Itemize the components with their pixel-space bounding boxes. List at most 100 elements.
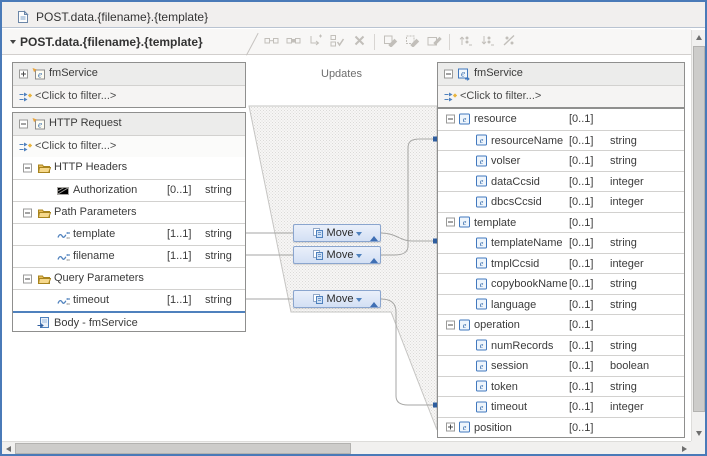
target-element-label: operation (474, 319, 520, 331)
element-icon: e (476, 339, 487, 351)
svg-text:e: e (480, 157, 484, 166)
source-request-box: e HTTP Request <Click to filter...> HTTP… (12, 112, 246, 332)
scroll-right-button[interactable] (678, 442, 691, 454)
vertical-scrollbar-thumb[interactable] (693, 46, 705, 412)
delete-transform-icon (352, 34, 367, 50)
clear-sort-button[interactable] (498, 31, 520, 53)
expander-minus[interactable] (23, 274, 32, 283)
horizontal-scrollbar-thumb[interactable] (15, 443, 351, 454)
editor-tab[interactable]: POST.data.{filename}.{template} (8, 5, 216, 28)
scroll-left-button[interactable] (2, 442, 15, 454)
editor-tab-bar: POST.data.{filename}.{template} (2, 2, 705, 28)
add-transform-button[interactable] (304, 31, 326, 53)
target-root-header[interactable]: e fmService (438, 63, 684, 85)
arrow-down-icon (696, 431, 702, 436)
target-field-label: copybookName (491, 278, 568, 290)
sort-order-triangle-icon[interactable] (370, 236, 378, 241)
expander-plus-icon[interactable] (19, 69, 28, 79)
breadcrumb-edge-divider (246, 32, 259, 56)
target-root-filter-label: <Click to filter...> (460, 90, 542, 102)
svg-text:e: e (463, 218, 467, 227)
target-field-cardinality: [0..1] (569, 134, 594, 147)
sort-order-triangle-icon[interactable] (370, 258, 378, 263)
create-connection-with-transform-icon (286, 34, 301, 50)
element-icon: e (476, 175, 487, 187)
source-root-header[interactable]: e fmService (13, 63, 245, 85)
expander-minus[interactable] (446, 114, 455, 124)
arrow-right-icon (682, 445, 687, 452)
source-body-row[interactable]: Body - fmService (13, 311, 245, 333)
sort-by-target-button[interactable] (476, 31, 498, 53)
expander-minus[interactable] (23, 163, 32, 173)
move-transform-1[interactable]: Move (293, 224, 381, 242)
expander-minus-icon[interactable] (19, 119, 28, 129)
sort-order-triangle-icon[interactable] (370, 302, 378, 307)
breadcrumb[interactable]: POST.data.{filename}.{template} (10, 29, 203, 55)
source-request-header[interactable]: e HTTP Request (13, 113, 245, 135)
vertical-scrollbar[interactable] (691, 30, 705, 441)
source-field-label: Authorization (73, 184, 138, 196)
source-root-filter[interactable]: <Click to filter...> (13, 85, 245, 107)
edit-transform-button[interactable] (423, 31, 445, 53)
expander-minus[interactable] (23, 208, 32, 217)
create-connection-button[interactable] (260, 31, 282, 53)
expander-minus[interactable] (446, 217, 455, 227)
svg-text:e: e (480, 341, 484, 350)
target-field-cardinality: [0..1] (569, 380, 594, 393)
expander-plus[interactable] (446, 422, 455, 432)
chevron-down-icon[interactable] (356, 231, 363, 236)
breadcrumb-dropdown-icon[interactable] (10, 40, 16, 44)
ungroup-transforms-button[interactable] (401, 31, 423, 53)
source-field-row[interactable]: filename[1..1]string (13, 245, 245, 267)
source-field-row[interactable]: timeout[1..1]string (13, 289, 245, 311)
source-field-cardinality: [0..1] (167, 184, 192, 196)
chevron-down-icon[interactable] (356, 297, 363, 302)
wire-move1-to-templateName (380, 232, 433, 242)
expander-minus[interactable] (446, 320, 455, 330)
target-field-type: boolean (610, 360, 650, 372)
delete-transform-button[interactable] (348, 31, 370, 53)
sort-by-source-button[interactable] (454, 31, 476, 53)
create-connection-with-transform-button[interactable] (282, 31, 304, 53)
scroll-up-button[interactable] (692, 30, 705, 45)
source-request-filter[interactable]: <Click to filter...> (13, 135, 245, 157)
source-field-row[interactable]: template[1..1]string (13, 223, 245, 245)
string-type-icon (57, 296, 70, 306)
chevron-down-icon[interactable] (356, 253, 363, 258)
target-field-label: token (491, 380, 518, 393)
auto-map-button[interactable] (326, 31, 348, 53)
source-group-row[interactable]: Path Parameters (13, 201, 245, 223)
breadcrumb-label: POST.data.{filename}.{template} (20, 35, 203, 49)
move-transform-3[interactable]: Move (293, 290, 381, 308)
target-root-label: fmService (474, 67, 523, 79)
source-group-row[interactable]: Query Parameters (13, 267, 245, 289)
source-field-row[interactable]: Authorization[0..1]string (13, 179, 245, 201)
string-type-icon (57, 230, 70, 240)
move-transform-2[interactable]: Move (293, 246, 381, 264)
target-field-type: integer (610, 257, 644, 270)
scroll-down-button[interactable] (692, 426, 705, 441)
wire-move3-to-timeout (380, 298, 433, 406)
group-transforms-button[interactable] (379, 31, 401, 53)
source-group-row[interactable]: HTTP Headers (13, 157, 245, 179)
expander-minus-icon[interactable] (444, 69, 453, 79)
horizontal-scrollbar[interactable] (2, 441, 691, 454)
move-transform-label: Move (326, 227, 354, 239)
target-root-filter[interactable]: <Click to filter...> (438, 85, 684, 107)
